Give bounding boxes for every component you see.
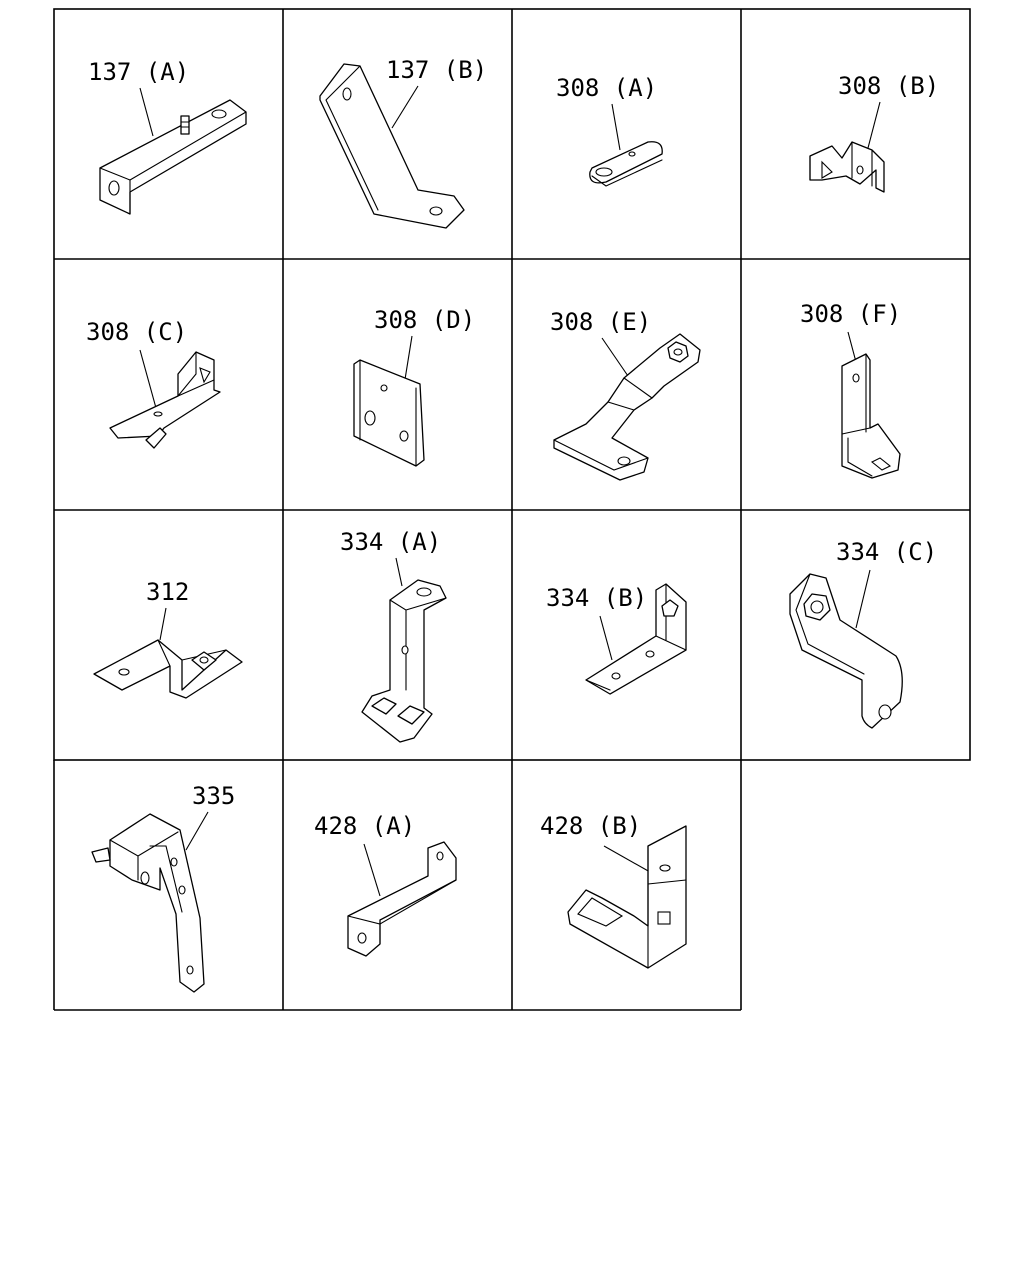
part-334a: 334 (A) [340, 528, 447, 743]
callout-334b: 334 (B) [546, 584, 647, 612]
part-334c: 334 (C) [789, 538, 937, 729]
part-335: 335 [91, 782, 235, 993]
callout-428a: 428 (A) [314, 812, 415, 840]
part-308c: 308 (C) [86, 318, 221, 449]
part-308d: 308 (D) [353, 306, 475, 467]
callout-308f: 308 (F) [800, 300, 901, 328]
callout-312: 312 [146, 578, 189, 606]
part-308f: 308 (F) [800, 300, 901, 479]
callout-308b: 308 (B) [838, 72, 939, 100]
callout-137b: 137 (B) [386, 56, 487, 84]
callout-137a: 137 (A) [88, 58, 189, 86]
callout-308e: 308 (E) [550, 308, 651, 336]
part-308e: 308 (E) [550, 308, 701, 481]
callout-308c: 308 (C) [86, 318, 187, 346]
part-334b: 334 (B) [546, 583, 687, 695]
part-428a: 428 (A) [314, 812, 457, 957]
callout-334a: 334 (A) [340, 528, 441, 556]
part-428b: 428 (B) [540, 812, 687, 969]
callout-334c: 334 (C) [836, 538, 937, 566]
part-137b: 137 (B) [319, 56, 487, 229]
part-312: 312 [93, 578, 243, 699]
grid-frame [53, 8, 971, 1011]
part-308b: 308 (B) [809, 72, 939, 193]
callout-308a: 308 (A) [556, 74, 657, 102]
callout-308d: 308 (D) [374, 306, 475, 334]
callout-428b: 428 (B) [540, 812, 641, 840]
part-308a: 308 (A) [556, 74, 663, 187]
callout-335: 335 [192, 782, 235, 810]
part-137a: 137 (A) [88, 58, 247, 215]
